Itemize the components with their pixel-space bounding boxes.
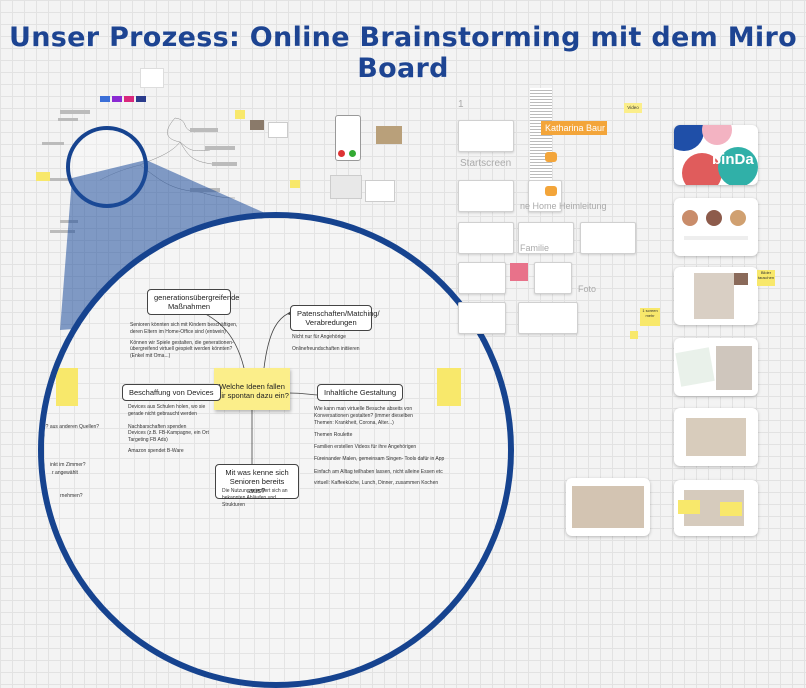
zoom-lens: Welche Ideen fallen mir spontan dazu ein…: [38, 212, 514, 688]
small-sticky-2[interactable]: [290, 180, 300, 188]
lens-sticky-right[interactable]: [437, 368, 461, 406]
photo-thumb-3: [330, 175, 362, 199]
app-card-people[interactable]: [674, 198, 758, 256]
node-generations[interactable]: generationsübergreifende Maßnahmen: [147, 289, 239, 315]
app-card-message[interactable]: [674, 338, 758, 396]
app-card-bottom[interactable]: [674, 480, 758, 536]
phone-icon-green: [349, 150, 356, 157]
app-card-photo[interactable]: [566, 478, 650, 536]
left-fragment-2: inkt im Zimmer?: [50, 462, 86, 468]
left-fragment-1: r? aus anderen Quellen?: [44, 424, 100, 430]
wireframe-start[interactable]: [458, 120, 514, 152]
wireframe-10[interactable]: [518, 302, 578, 334]
video-tag: Video: [624, 103, 642, 113]
overview-sticky[interactable]: [36, 172, 50, 181]
note-bes: Devices aus Schulen holen, wo sie gerade…: [128, 404, 209, 454]
small-sticky[interactable]: [235, 110, 245, 119]
left-fragment-3: r angewählt: [52, 470, 78, 476]
note-mit: Die Nutzung orientiert sich an bekannten…: [222, 488, 288, 508]
color-chips: [100, 96, 170, 102]
node-inhaltlich[interactable]: Inhaltliche Gestaltung: [317, 384, 404, 401]
lens-sticky-left[interactable]: [56, 368, 78, 406]
sticky-bilder[interactable]: Bilder tauschen: [757, 270, 775, 286]
node-patenschaften[interactable]: Patenschaften/Matching/ Verabredungen: [290, 305, 380, 331]
wireframe-9[interactable]: [458, 302, 506, 334]
wireframe-2[interactable]: [458, 180, 514, 212]
comment-icon-2[interactable]: [545, 186, 557, 196]
binda-logo: binDa: [712, 151, 754, 168]
doc-thumb: [268, 122, 288, 138]
phone-icon-red: [338, 150, 345, 157]
app-card-video[interactable]: [674, 267, 758, 325]
app-card-binda[interactable]: binDa: [674, 125, 758, 185]
wireframe-7[interactable]: [458, 262, 506, 294]
photo-thumb-2: [376, 126, 402, 144]
note-gen: Senioren könnten sich mit Kindern beschä…: [130, 322, 238, 359]
wireframe-3[interactable]: [528, 180, 562, 212]
wireframe-4[interactable]: [458, 222, 514, 254]
doc-thumb-2: [365, 180, 395, 202]
label-row-b: Familie: [520, 243, 550, 253]
center-sticky[interactable]: Welche Ideen fallen mir spontan dazu ein…: [214, 368, 290, 410]
sticky-small-3[interactable]: [630, 331, 638, 339]
note-pat: Nicht nur für Angehörige Onlinefreundsch…: [292, 334, 360, 352]
label-row-c: Foto: [578, 284, 597, 294]
comment-icon-1[interactable]: [545, 152, 557, 162]
node-beschaffung[interactable]: Beschaffung von Devices: [122, 384, 221, 401]
user-cursor-katharina: Katharina Baur: [541, 121, 607, 135]
left-fragment-4: rnehmen?: [60, 493, 83, 499]
app-card-room[interactable]: [674, 408, 758, 466]
label-startscreen: Startscreen: [460, 158, 512, 169]
doc-column: [530, 88, 552, 188]
note-inh: Wie kann man virtuelle Besuche abseits v…: [314, 406, 445, 487]
pink-sticky[interactable]: [510, 263, 528, 281]
wireframe-6[interactable]: [580, 222, 636, 254]
node-mitwas[interactable]: Mit was kenne sich Senioren bereits aus?: [215, 464, 299, 499]
page-title: Unser Prozess: Online Brainstorming mit …: [9, 22, 797, 84]
photo-thumb: [250, 120, 264, 130]
wireframe-8[interactable]: [534, 262, 572, 294]
label-row-a: ne Home Heimleitung: [520, 201, 607, 211]
center-question: Welche Ideen fallen mir spontan dazu ein…: [215, 382, 289, 400]
wireframe-5[interactable]: [518, 222, 574, 254]
sticky-screen[interactable]: 1 screen mehr: [640, 308, 660, 326]
label-one: 1: [458, 99, 464, 110]
overview-textblock: [140, 68, 164, 88]
